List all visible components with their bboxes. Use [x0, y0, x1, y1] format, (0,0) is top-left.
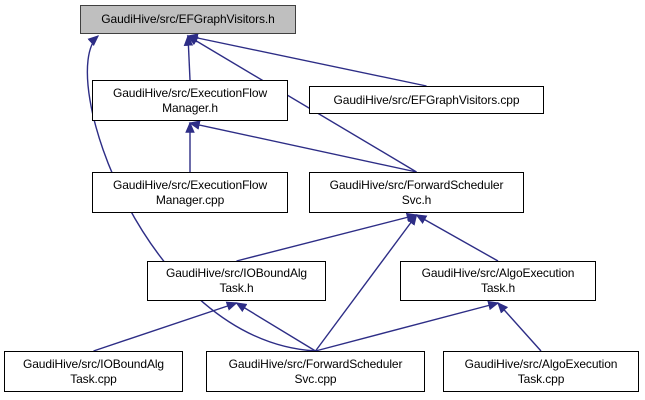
graph-node-label: GaudiHive/src/IOBoundAlg Task.h — [165, 266, 307, 295]
graph-node-ioboundalgtask_h[interactable]: GaudiHive/src/IOBoundAlg Task.h — [147, 261, 326, 301]
graph-node-efgraphvisitors_h[interactable]: GaudiHive/src/EFGraphVisitors.h — [80, 5, 296, 34]
graph-node-algoexecutiontask_cpp[interactable]: GaudiHive/src/AlgoExecution Task.cpp — [443, 351, 639, 392]
graph-node-label: GaudiHive/src/AlgoExecution Task.cpp — [464, 356, 618, 386]
graph-node-label: GaudiHive/src/ExecutionFlow Manager.cpp — [112, 177, 268, 207]
graph-node-label: GaudiHive/src/ForwardScheduler Svc.cpp — [228, 356, 403, 386]
graph-node-label: GaudiHive/src/AlgoExecution Task.h — [421, 266, 575, 295]
graph-edge-ioboundalgtask_cpp-to-ioboundalgtask_h — [93, 301, 238, 352]
graph-edge-algoexecutiontask_cpp-to-algoexecutiontask_h — [497, 301, 542, 352]
graph-edge-forwardschedulersvc_cpp-to-algoexecutiontask_h — [315, 300, 500, 352]
graph-node-efgraphvisitors_cpp[interactable]: GaudiHive/src/EFGraphVisitors.cpp — [309, 86, 544, 114]
graph-node-label: GaudiHive/src/EFGraphVisitors.h — [101, 12, 275, 26]
graph-node-executionflowmanager_h[interactable]: GaudiHive/src/ExecutionFlow Manager.h — [92, 80, 288, 121]
graph-node-forwardschedulersvc_h[interactable]: GaudiHive/src/ForwardScheduler Svc.h — [309, 172, 524, 213]
graph-node-forwardschedulersvc_cpp[interactable]: GaudiHive/src/ForwardScheduler Svc.cpp — [206, 351, 425, 392]
graph-node-executionflowmanager_cpp[interactable]: GaudiHive/src/ExecutionFlow Manager.cpp — [92, 172, 288, 213]
graph-node-label: GaudiHive/src/EFGraphVisitors.cpp — [333, 92, 520, 107]
graph-edge-executionflowmanager_h-to-efgraphvisitors_h — [183, 34, 194, 81]
graph-edge-forwardschedulersvc_h-to-executionflowmanager_h — [188, 120, 417, 173]
graph-node-label: GaudiHive/src/ExecutionFlow Manager.h — [112, 85, 268, 115]
graph-node-algoexecutiontask_h[interactable]: GaudiHive/src/AlgoExecution Task.h — [400, 261, 596, 301]
graph-edge-algoexecutiontask_h-to-forwardschedulersvc_h — [415, 214, 499, 262]
graph-edge-forwardschedulersvc_cpp-to-ioboundalgtask_h — [235, 302, 316, 352]
graph-edge-efgraphvisitors_cpp-to-efgraphvisitors_h — [186, 33, 427, 87]
graph-node-label: GaudiHive/src/IOBoundAlg Task.cpp — [22, 356, 164, 386]
graph-node-ioboundalgtask_cpp[interactable]: GaudiHive/src/IOBoundAlg Task.cpp — [4, 351, 183, 392]
graph-node-label: GaudiHive/src/ForwardScheduler Svc.h — [329, 177, 504, 207]
graph-edge-ioboundalgtask_h-to-forwardschedulersvc_h — [236, 212, 418, 262]
